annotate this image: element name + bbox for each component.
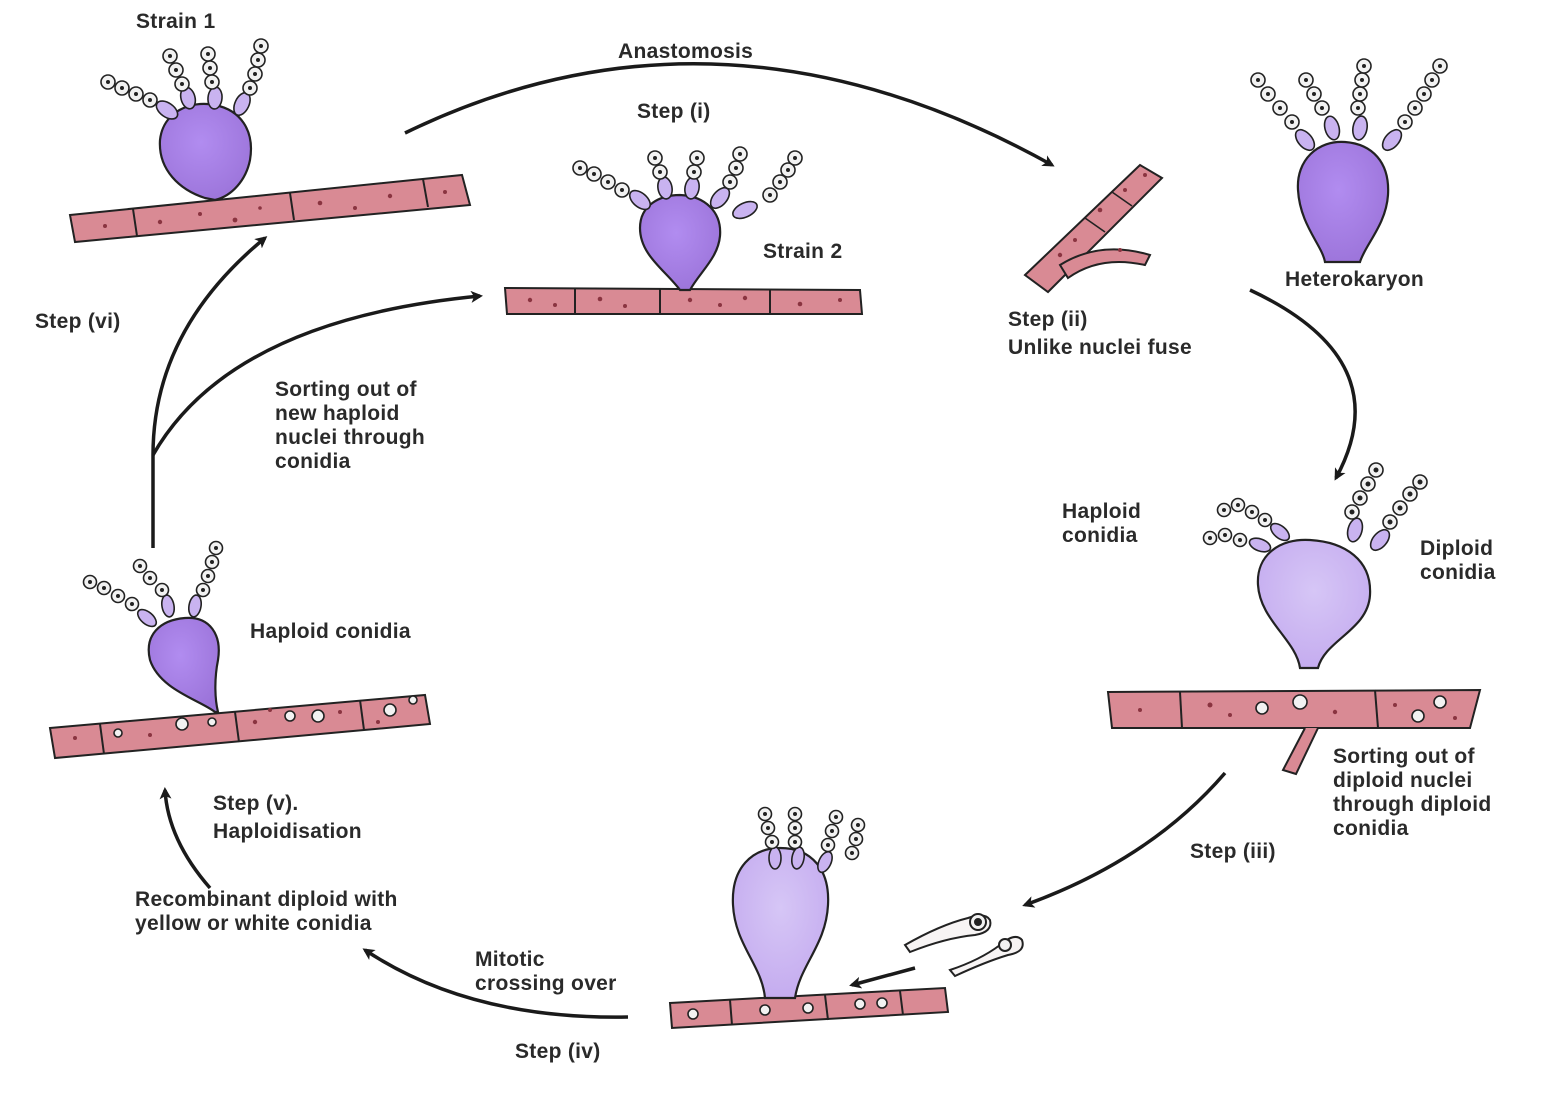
heterokaryon-conidiophore xyxy=(1251,59,1447,262)
label-step-vi: Step (vi) xyxy=(35,310,121,334)
arrow-heterokaryon-to-diploid xyxy=(1250,290,1355,478)
label-recombinant-diploid: Recombinant diploid with yellow or white… xyxy=(135,888,398,936)
label-sorting-diploid: Sorting out of diploid nuclei through di… xyxy=(1333,745,1533,841)
label-step-v: Step (v). xyxy=(213,792,299,816)
anastomosis-hyphae xyxy=(1025,165,1162,292)
label-heterokaryon: Heterokaryon xyxy=(1285,268,1424,292)
strain1-conidiophore xyxy=(70,39,470,242)
label-strain1: Strain 1 xyxy=(136,10,215,34)
label-step-i: Step (i) xyxy=(637,100,711,124)
label-haploidisation: Haploidisation xyxy=(213,820,362,844)
arrow-to-mitotic xyxy=(852,968,915,985)
arrow-anastomosis xyxy=(405,64,1052,165)
arrow-step-vi-trunk xyxy=(153,238,265,548)
label-step-iii: Step (iii) xyxy=(1190,840,1276,864)
germinating-conidia xyxy=(905,914,1023,976)
label-mitotic-crossing-over: Mitotic crossing over xyxy=(475,948,617,996)
mitotic-hypha xyxy=(670,988,948,1028)
strain2-hypha xyxy=(505,288,862,314)
label-haploid-conidia-left: Haploid conidia xyxy=(250,620,411,644)
haploidisation-conidiophore xyxy=(50,542,430,759)
label-strain2: Strain 2 xyxy=(763,240,842,264)
strain2-conidiophore xyxy=(505,147,862,314)
arrow-step-iii xyxy=(1025,773,1225,905)
label-haploid-conidia-top: Haploid conidia xyxy=(1062,500,1141,548)
label-sorting-haploid: Sorting out of new haploid nuclei throug… xyxy=(275,378,480,474)
strain1-hypha xyxy=(70,175,470,242)
diploid-conidiophore xyxy=(1108,463,1480,774)
label-step-ii: Step (ii) xyxy=(1008,308,1088,332)
arrow-step-v xyxy=(165,790,210,888)
mitotic-conidiophore xyxy=(670,808,948,1029)
label-unlike-nuclei-fuse: Unlike nuclei fuse xyxy=(1008,336,1192,360)
label-anastomosis: Anastomosis xyxy=(618,40,753,64)
label-diploid-conidia: Diploid conidia xyxy=(1420,537,1496,585)
label-step-iv: Step (iv) xyxy=(515,1040,601,1064)
haploid-hypha xyxy=(50,695,430,758)
